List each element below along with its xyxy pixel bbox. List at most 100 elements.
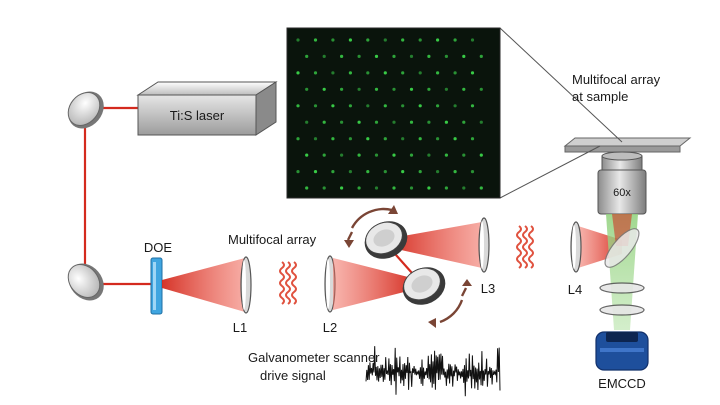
focal-spot <box>305 153 309 157</box>
focal-spot <box>313 104 318 108</box>
focal-spot <box>401 137 405 141</box>
focal-spot <box>340 186 344 190</box>
objective-lens <box>597 151 647 215</box>
focal-spot <box>383 170 387 174</box>
focal-spot <box>444 153 448 157</box>
focal-spot <box>444 54 448 59</box>
focal-spot <box>444 120 448 124</box>
focal-spot <box>409 54 414 59</box>
focal-spot <box>401 104 405 108</box>
wavefront-2 <box>516 225 534 269</box>
focal-spot <box>348 170 352 174</box>
focal-spot <box>392 54 396 59</box>
focal-spot <box>401 170 405 174</box>
focal-spot <box>340 54 344 59</box>
focal-spot <box>453 137 457 141</box>
focal-spot <box>462 54 466 59</box>
focal-spot <box>409 87 414 91</box>
focal-spot <box>322 153 326 157</box>
mirror-upper <box>67 91 104 129</box>
doe-label: DOE <box>144 240 173 255</box>
focal-spot <box>313 71 318 75</box>
focal-spot <box>374 153 379 157</box>
doe-element <box>150 257 163 315</box>
focal-spot <box>409 120 414 124</box>
tube-lens-2 <box>599 304 645 316</box>
beam-cone-galvo-l3 <box>392 222 482 268</box>
focal-spot <box>313 38 318 42</box>
inset-connector-lines <box>499 27 623 199</box>
focal-spot <box>374 87 379 91</box>
l1-label: L1 <box>233 320 247 335</box>
focal-spot <box>374 186 379 190</box>
focal-spot <box>348 38 352 42</box>
focal-spot <box>296 71 300 75</box>
focal-spot <box>305 54 309 59</box>
focal-spot <box>470 137 475 141</box>
focal-spot <box>418 170 422 174</box>
focal-spot <box>479 87 483 91</box>
l3-label: L3 <box>481 281 495 296</box>
focal-spot <box>462 120 466 124</box>
focal-spot <box>383 38 387 42</box>
focal-spot <box>366 137 370 141</box>
focal-spot <box>357 186 361 190</box>
focal-spot <box>436 104 440 108</box>
focal-spot <box>305 186 309 190</box>
focal-spot <box>427 120 431 124</box>
focal-spot <box>392 120 396 124</box>
focal-spot <box>470 38 475 42</box>
l2-label: L2 <box>323 320 337 335</box>
focal-spot <box>436 38 440 42</box>
beam-cone-doe-l1 <box>162 258 245 312</box>
focal-spot <box>470 104 475 108</box>
galvo-label-line1: Galvanometer scanner <box>248 350 380 365</box>
galvo-label-line2: drive signal <box>260 368 326 383</box>
focal-spot <box>366 104 370 108</box>
multifocal-sample-label-line2: at sample <box>572 89 628 104</box>
focal-spot <box>331 38 335 42</box>
focal-spot <box>436 71 440 75</box>
galvo-drive-signal-trace <box>365 346 501 397</box>
focal-spot <box>427 54 431 59</box>
focal-spot <box>296 38 300 42</box>
focal-spot <box>444 186 448 190</box>
focal-spot <box>331 71 335 75</box>
focal-spot <box>453 170 457 174</box>
l4-label: L4 <box>568 282 582 297</box>
focal-spot <box>418 104 422 108</box>
focal-spot <box>305 87 309 91</box>
focal-spot <box>383 71 387 75</box>
focal-spot <box>383 137 387 141</box>
sample-stage <box>563 137 692 153</box>
focal-spot <box>418 38 422 42</box>
focal-spot <box>392 87 396 91</box>
focal-spot <box>331 104 335 108</box>
emccd-camera <box>595 331 649 371</box>
focal-spot <box>296 137 300 141</box>
galvo-mirror-lower <box>402 267 446 305</box>
lens-l2 <box>324 255 336 313</box>
focal-spot <box>357 87 361 91</box>
focal-spot <box>331 170 335 174</box>
focal-spot <box>357 153 361 157</box>
focal-spot <box>462 153 466 157</box>
lens-l1 <box>240 256 252 314</box>
focal-spot <box>374 54 379 59</box>
focal-spot <box>322 120 326 124</box>
focal-spot <box>418 71 422 75</box>
focal-spot <box>453 38 457 42</box>
lens-l3 <box>478 217 490 273</box>
focal-spot <box>322 186 326 190</box>
mirror-lower <box>67 263 104 301</box>
multifocal-array-label: Multifocal array <box>228 232 317 247</box>
focal-spot <box>348 71 352 75</box>
focal-spot <box>418 137 422 141</box>
focal-spot <box>462 186 466 190</box>
focal-spot <box>427 87 431 91</box>
objective-label: 60x <box>613 187 631 199</box>
focal-spot <box>340 87 344 91</box>
focal-spot <box>340 120 344 124</box>
focal-spot <box>436 170 440 174</box>
